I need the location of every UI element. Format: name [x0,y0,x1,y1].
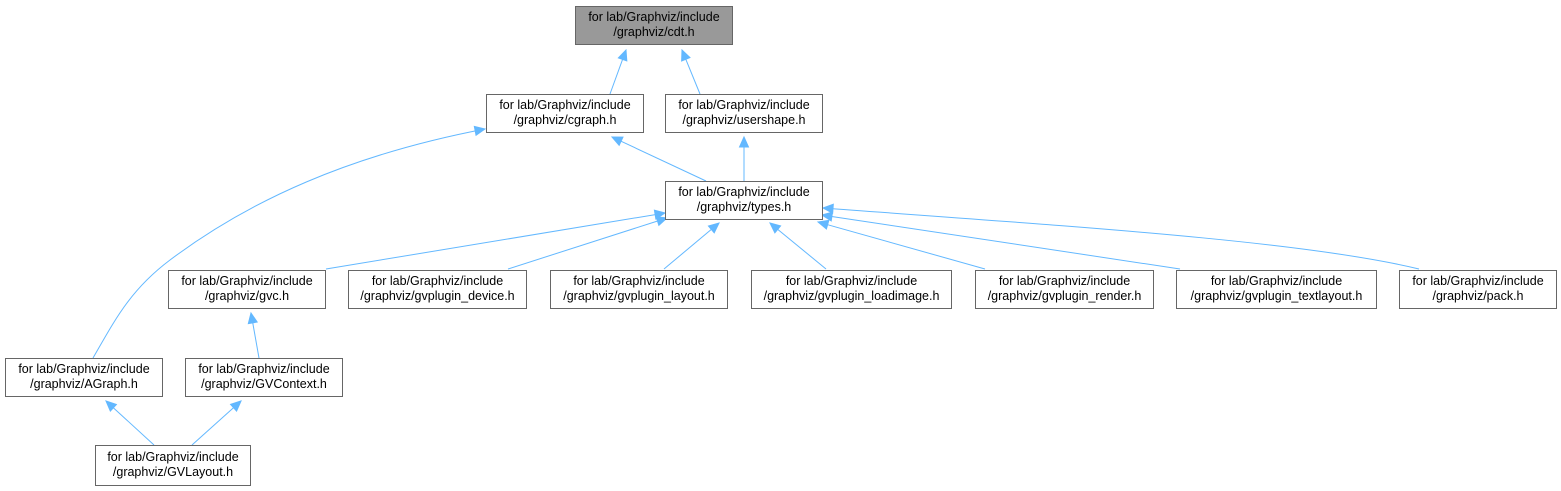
node-usershape-h[interactable]: for lab/Graphviz/include /graphviz/users… [665,94,823,133]
node-gvcontext-h-line2: /graphviz/GVContext.h [201,377,327,391]
node-cdt-h-line2: /graphviz/cdt.h [613,25,694,39]
node-pack-h-line2: /graphviz/pack.h [1432,289,1523,303]
edge-gvcontext-to-gvc [247,311,260,359]
node-gvplugin-layout-h-line1: for lab/Graphviz/include [573,274,704,288]
node-gvlayout-h-line1: for lab/Graphviz/include [107,450,238,464]
edge-usershape-to-cdt [681,48,701,95]
edge-gvlayout-to-agraph [105,400,155,446]
node-gvplugin-device-h[interactable]: for lab/Graphviz/include /graphviz/gvplu… [348,270,527,309]
node-usershape-h-line1: for lab/Graphviz/include [678,98,809,112]
node-gvplugin-layout-h-line2: /graphviz/gvplugin_layout.h [563,289,715,303]
node-gvcontext-h[interactable]: for lab/Graphviz/include /graphviz/GVCon… [185,358,343,397]
node-gvplugin-textlayout-h-line1: for lab/Graphviz/include [1211,274,1342,288]
node-gvplugin-textlayout-h-line2: /graphviz/gvplugin_textlayout.h [1191,289,1363,303]
node-cdt-h-line1: for lab/Graphviz/include [588,10,719,24]
edge-gvplugin_device-to-types [507,216,669,270]
node-cgraph-h-line2: /graphviz/cgraph.h [514,113,617,127]
node-gvcontext-h-line1: for lab/Graphviz/include [198,362,329,376]
node-usershape-h-line2: /graphviz/usershape.h [683,113,806,127]
edge-gvplugin_textlayout-to-types [820,211,1181,270]
edge-gvplugin_loadimage-to-types [769,222,827,270]
edge-gvlayout-to-gvcontext [191,400,242,446]
node-gvplugin-loadimage-h-line1: for lab/Graphviz/include [786,274,917,288]
node-agraph-h[interactable]: for lab/Graphviz/include /graphviz/AGrap… [5,358,163,397]
node-cgraph-h[interactable]: for lab/Graphviz/include /graphviz/cgrap… [486,94,644,133]
node-gvlayout-h[interactable]: for lab/Graphviz/include /graphviz/GVLay… [95,445,251,486]
edges-layer [92,48,1420,446]
node-gvc-h-line1: for lab/Graphviz/include [181,274,312,288]
node-types-h[interactable]: for lab/Graphviz/include /graphviz/types… [665,181,823,220]
edge-types-to-cgraph [610,136,707,182]
node-cdt-h[interactable]: for lab/Graphviz/include /graphviz/cdt.h [575,6,733,45]
node-agraph-h-line2: /graphviz/AGraph.h [30,377,138,391]
node-pack-h-line1: for lab/Graphviz/include [1412,274,1543,288]
edge-gvc-to-types [325,209,667,270]
node-types-h-line2: /graphviz/types.h [697,200,792,214]
node-gvplugin-render-h-line1: for lab/Graphviz/include [999,274,1130,288]
edge-gvplugin_layout-to-types [663,222,720,270]
node-cgraph-h-line1: for lab/Graphviz/include [499,98,630,112]
node-gvplugin-loadimage-h-line2: /graphviz/gvplugin_loadimage.h [764,289,940,303]
node-gvc-h[interactable]: for lab/Graphviz/include /graphviz/gvc.h [168,270,326,309]
node-gvlayout-h-line2: /graphviz/GVLayout.h [113,465,233,479]
node-gvplugin-render-h-line2: /graphviz/gvplugin_render.h [988,289,1142,303]
node-gvplugin-device-h-line1: for lab/Graphviz/include [372,274,503,288]
node-gvplugin-loadimage-h[interactable]: for lab/Graphviz/include /graphviz/gvplu… [751,270,952,309]
edge-agraph-to-cgraph [92,125,487,359]
node-gvc-h-line2: /graphviz/gvc.h [205,289,289,303]
edge-cgraph-to-cdt [609,48,628,95]
edge-gvplugin_render-to-types [816,219,986,270]
edge-types-to-usershape [738,135,750,181]
node-gvplugin-device-h-line2: /graphviz/gvplugin_device.h [360,289,514,303]
node-gvplugin-layout-h[interactable]: for lab/Graphviz/include /graphviz/gvplu… [550,270,728,309]
node-types-h-line1: for lab/Graphviz/include [678,185,809,199]
node-pack-h[interactable]: for lab/Graphviz/include /graphviz/pack.… [1399,270,1557,309]
node-gvplugin-textlayout-h[interactable]: for lab/Graphviz/include /graphviz/gvplu… [1176,270,1377,309]
node-agraph-h-line1: for lab/Graphviz/include [18,362,149,376]
edge-pack-to-types [821,203,1420,270]
node-gvplugin-render-h[interactable]: for lab/Graphviz/include /graphviz/gvplu… [975,270,1154,309]
